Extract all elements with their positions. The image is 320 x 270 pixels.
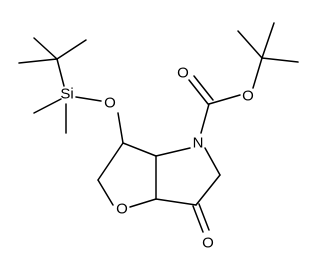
bond-carbonyl-double-1: [188, 79, 209, 105]
bond-c3a-n: [155, 147, 191, 157]
bond-tbu-si: [56, 58, 65, 87]
bond-tbu-methyl-1: [33, 37, 58, 60]
bond-ester-o-cquat: [252, 57, 263, 89]
bond-tbu-boc-methyl-1: [237, 30, 263, 59]
bond-tbu-boc-methyl-2: [261, 22, 275, 59]
bond-si-methyl-left: [33, 98, 62, 114]
bond-n-c5: [204, 147, 221, 176]
bond-c3-c2: [97, 142, 124, 181]
bond-o-c3: [117, 112, 124, 144]
ether-oxygen-atom-label: O: [104, 95, 116, 112]
bond-ketone-1: [192, 205, 204, 233]
bond-c3-c3a: [122, 142, 157, 157]
bond-c2-o1: [97, 179, 114, 206]
bond-carbonyl-double-2: [193, 75, 214, 101]
tert-butyl-silyl-group: [18, 37, 102, 134]
bond-c6-c6a: [155, 198, 197, 206]
bicyclic-core: [97, 112, 221, 233]
bond-n-carbonyl: [200, 103, 210, 134]
bond-tbu-methyl-3: [18, 58, 58, 64]
boc-group: [188, 22, 299, 134]
ketone-oxygen-atom-label: O: [202, 235, 214, 252]
bond-ketone-2: [198, 203, 210, 231]
bond-si-o: [75, 96, 102, 102]
bond-carbonyl-ester-o: [208, 94, 241, 105]
bond-c5-c6: [195, 174, 221, 206]
bond-tbu-boc-methyl-3: [261, 57, 299, 63]
silicon-atom-label: Si: [60, 86, 73, 103]
carbonyl-oxygen-atom-label: O: [177, 65, 189, 82]
bond-tbu-methyl-2: [56, 39, 87, 60]
ring-oxygen-atom-label: O: [116, 201, 128, 218]
bond-o1-c6a: [129, 198, 157, 208]
nitrogen-atom-label: N: [193, 135, 204, 152]
ester-oxygen-atom-label: O: [242, 88, 254, 105]
